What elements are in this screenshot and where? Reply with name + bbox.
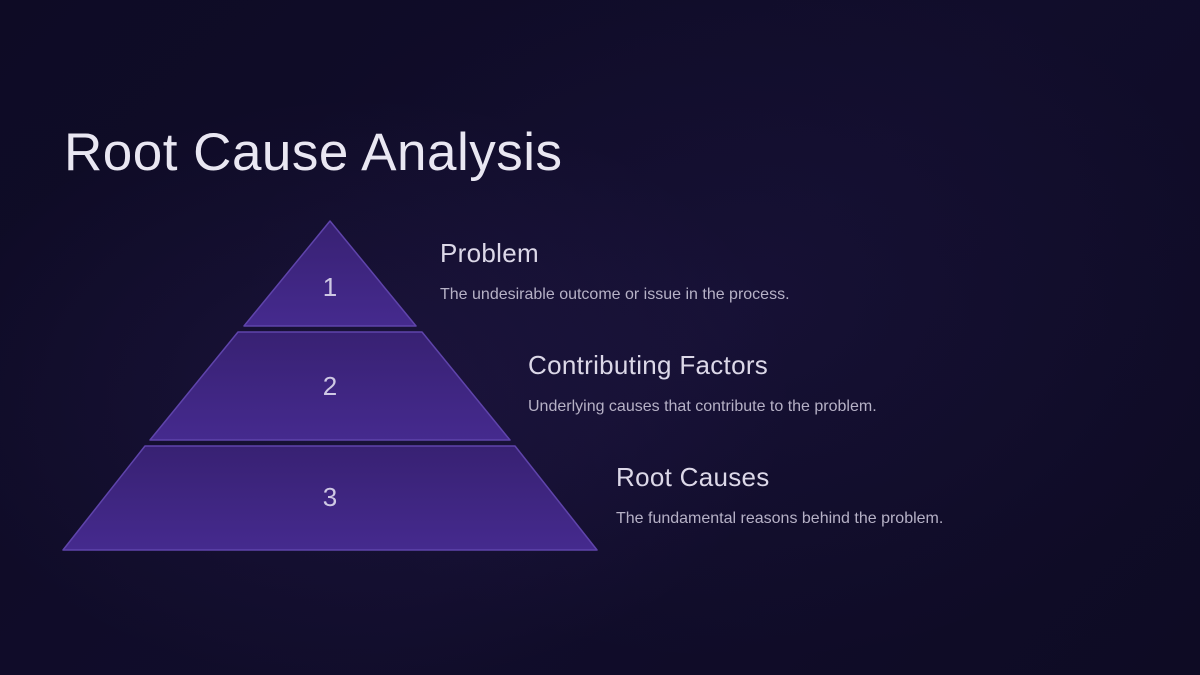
level-3-description: The fundamental reasons behind the probl… — [616, 510, 944, 527]
pyramid-tier-1-number: 1 — [322, 272, 338, 302]
level-1-heading: Problem — [440, 238, 539, 268]
pyramid-tier-1 — [243, 220, 417, 327]
level-2-description: Underlying causes that contribute to the… — [528, 398, 877, 415]
level-1-description: The undesirable outcome or issue in the … — [440, 286, 790, 303]
level-block-contributing-factors: Contributing Factors Underlying causes t… — [528, 350, 877, 417]
slide-title: Root Cause Analysis — [64, 123, 563, 182]
level-3-heading: Root Causes — [616, 462, 770, 492]
level-block-root-causes: Root Causes The fundamental reasons behi… — [616, 462, 943, 529]
level-block-problem: Problem The undesirable outcome or issue… — [440, 238, 790, 305]
level-2-heading: Contributing Factors — [528, 350, 769, 380]
pyramid-tier-3-number: 3 — [322, 482, 338, 512]
pyramid-tier-2 — [149, 331, 511, 441]
pyramid-tier-2-number: 2 — [322, 371, 338, 401]
pyramid-tier-3 — [62, 445, 598, 551]
